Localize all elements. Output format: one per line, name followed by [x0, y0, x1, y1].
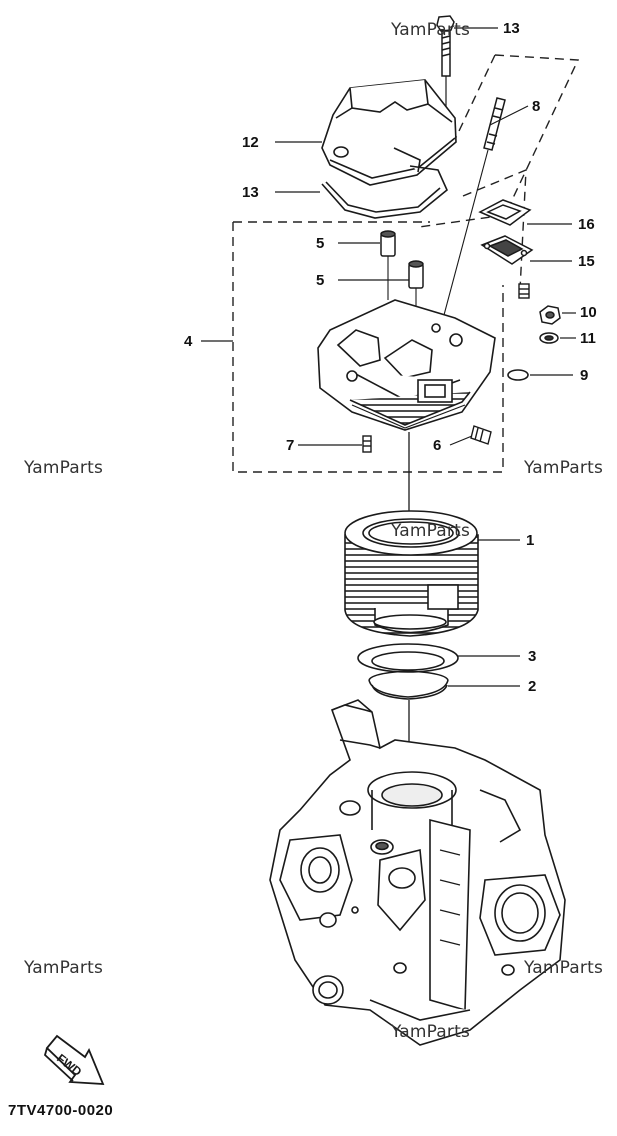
nut-10: [539, 305, 561, 325]
leader-lines: [201, 27, 576, 687]
cylinder-head-4: [317, 299, 496, 431]
callout-4: 4: [184, 333, 193, 350]
valve-guide-5a: [380, 230, 396, 300]
callout-7: 7: [286, 437, 295, 454]
cover-gasket-13: [321, 165, 448, 219]
callout-1: 1: [526, 532, 535, 549]
crankcase: [269, 699, 566, 1046]
gasket-16: [478, 199, 532, 226]
callout-10: 10: [580, 304, 597, 321]
watermark-bottom: YamParts: [391, 1022, 471, 1042]
callout-9: 9: [580, 367, 589, 384]
callout-8: 8: [532, 98, 541, 115]
callout-13: 13: [242, 184, 259, 201]
watermark-right-1: YamParts: [524, 458, 604, 478]
assembly-boundary-4: [232, 221, 504, 473]
valve-guide-5b: [408, 260, 424, 318]
callout-14: 13: [503, 20, 520, 37]
stud-7: [362, 435, 372, 453]
callout-15: 15: [578, 253, 595, 270]
watermark-left-2: YamParts: [24, 958, 104, 978]
callout-16: 16: [578, 216, 595, 233]
callout-12: 12: [242, 134, 259, 151]
assembly-boundary-gasket: [462, 168, 527, 291]
watermark-right-2: YamParts: [524, 958, 604, 978]
plate-15: [480, 235, 534, 265]
oring-2: [368, 670, 449, 700]
callout-6: 6: [433, 437, 442, 454]
fwd-arrow-icon: FWD: [43, 1034, 105, 1085]
callout-5a: 5: [316, 235, 325, 252]
oring-9: [507, 369, 529, 381]
stud-8: [439, 97, 506, 331]
small-bolt: [518, 283, 530, 299]
callout-5b: 5: [316, 272, 325, 289]
watermark-left-1: YamParts: [24, 458, 104, 478]
cylinder-gasket-3: [357, 643, 459, 673]
watermark-top: YamParts: [391, 20, 471, 40]
assembly-boundary-cover: [418, 54, 580, 228]
callout-11: 11: [580, 330, 596, 347]
callout-3: 3: [528, 648, 537, 665]
head-cover-12: [321, 79, 457, 186]
washer-11: [539, 332, 559, 344]
cylinder-1: [344, 510, 479, 637]
pin-6: [470, 425, 492, 445]
callout-2: 2: [528, 678, 537, 695]
bolt-14: [436, 15, 455, 128]
watermark-center-1: YamParts: [391, 521, 471, 541]
diagram-code: 7TV4700-0020: [8, 1102, 114, 1119]
